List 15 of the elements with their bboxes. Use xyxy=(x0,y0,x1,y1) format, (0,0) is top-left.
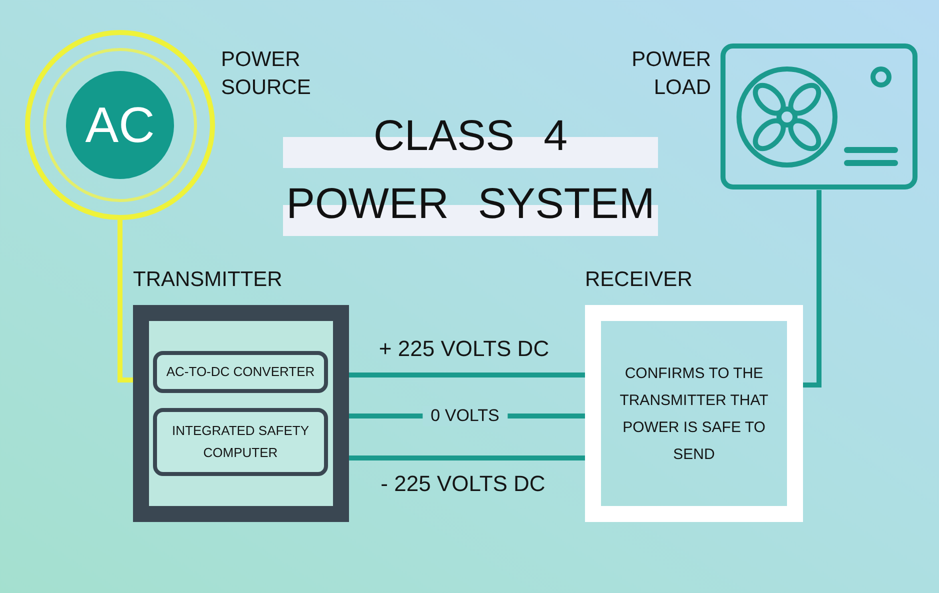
node-heading: RECEIVER xyxy=(585,268,692,292)
process-box: AC-TO-DC CONVERTER xyxy=(153,351,328,393)
node-caption: POWER LOAD xyxy=(630,47,711,101)
connector-line xyxy=(349,372,588,378)
connector-line xyxy=(349,456,588,460)
air-conditioner-unit-drawing xyxy=(720,43,918,190)
node-heading: TRANSMITTER xyxy=(133,268,282,292)
power-source-ring xyxy=(25,30,215,220)
process-box: INTEGRATED SAFETY COMPUTER xyxy=(153,408,328,476)
connector-line xyxy=(803,190,822,388)
edge-label: - 225 VOLTS DC xyxy=(380,471,546,497)
connector-line xyxy=(118,220,133,382)
edge-label: + 225 VOLTS DC xyxy=(378,336,550,362)
node-caption: POWER SOURCE xyxy=(221,47,312,101)
description-text: CONFIRMS TO THE TRANSMITTER THAT POWER IS SAFE TO SEND xyxy=(618,364,770,464)
